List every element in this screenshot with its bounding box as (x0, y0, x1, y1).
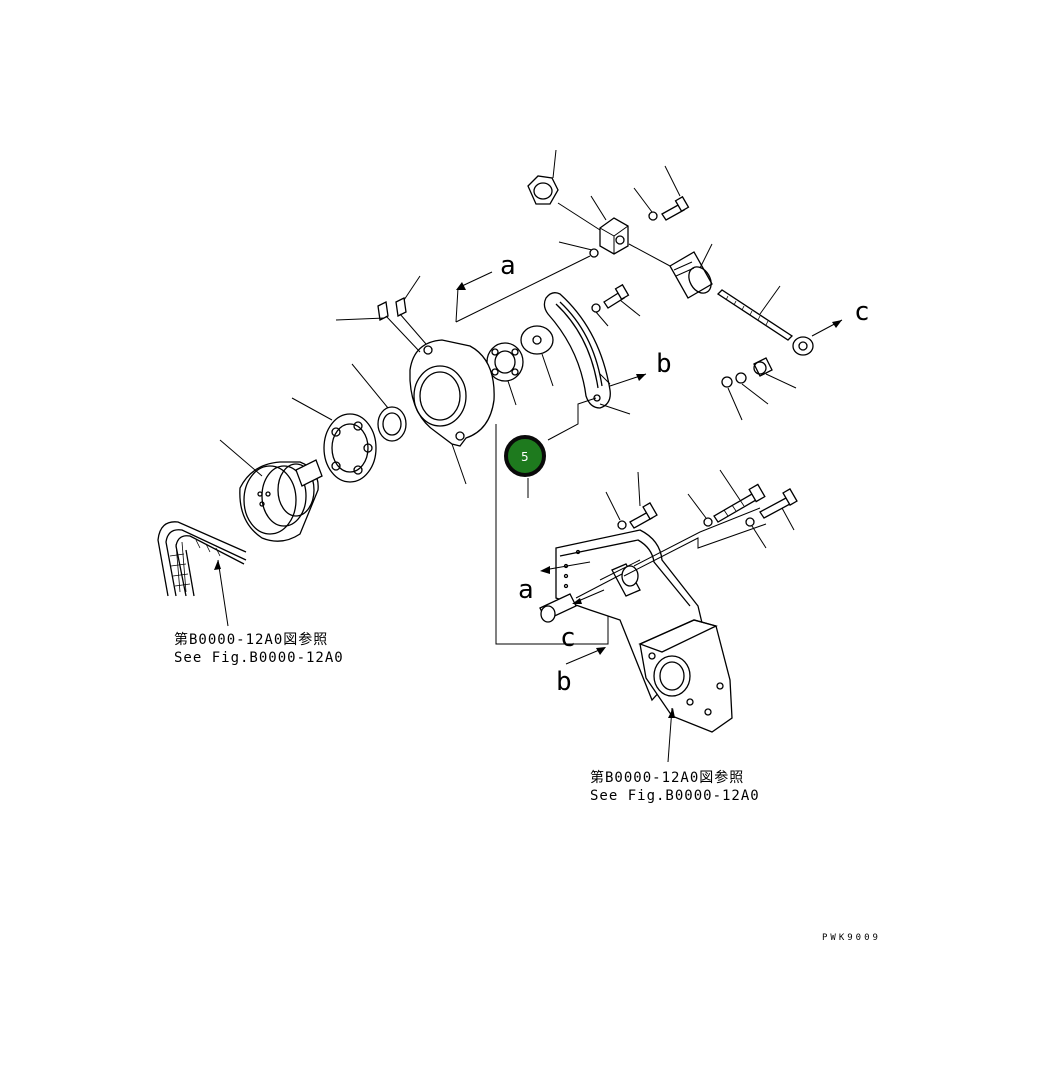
nut-washer-set (721, 357, 797, 421)
callout-c-upper: c (854, 297, 870, 327)
v-belt (157, 521, 247, 627)
assembly-line-middle (495, 373, 611, 645)
bolt-short-1 (661, 165, 690, 221)
callout-b-lower: b (556, 667, 572, 697)
pulley (219, 439, 323, 542)
reference-left-jp: 第B0000-12A0図参照 (174, 631, 328, 648)
ball-bearing (291, 397, 377, 483)
roller-bearing (486, 342, 524, 406)
washer-small-4 (605, 491, 627, 530)
reference-right-en: See Fig.B0000-12A0 (590, 788, 760, 804)
callout-a-lower: a (518, 575, 534, 605)
washer-small-3 (591, 303, 609, 327)
washer-disk (520, 325, 554, 387)
bolt-short-3 (629, 471, 658, 529)
callout-a-upper: a (500, 251, 516, 281)
rod-end-link (716, 285, 843, 356)
washer-small-5 (687, 493, 713, 527)
grease-fittings (335, 275, 427, 353)
assembly-line-upper (455, 255, 591, 323)
washer-small-2 (558, 241, 599, 258)
joint-block (557, 195, 629, 255)
badge-label: 5 (521, 450, 529, 464)
bolt-long (713, 469, 766, 523)
callout-b-upper: b (656, 349, 672, 379)
bolt-short-2 (603, 283, 641, 317)
highlight-badge[interactable]: 5 (504, 435, 546, 498)
threaded-fitting (628, 243, 713, 299)
spacer-ring (351, 363, 407, 442)
washer-small-1 (633, 187, 658, 221)
bolt-short-4 (759, 488, 798, 531)
adjuster-bracket (543, 292, 647, 415)
reference-left-en: See Fig.B0000-12A0 (174, 650, 344, 666)
pulley-housing (409, 339, 495, 485)
drawing-code: PWK9009 (822, 933, 881, 943)
reference-right-jp: 第B0000-12A0図参照 (590, 769, 744, 786)
hex-nut (527, 149, 559, 205)
square-flange (638, 619, 733, 733)
washer-small-6 (745, 517, 767, 549)
callout-arrows-lower (540, 561, 675, 763)
callout-c-lower: c (560, 623, 576, 653)
